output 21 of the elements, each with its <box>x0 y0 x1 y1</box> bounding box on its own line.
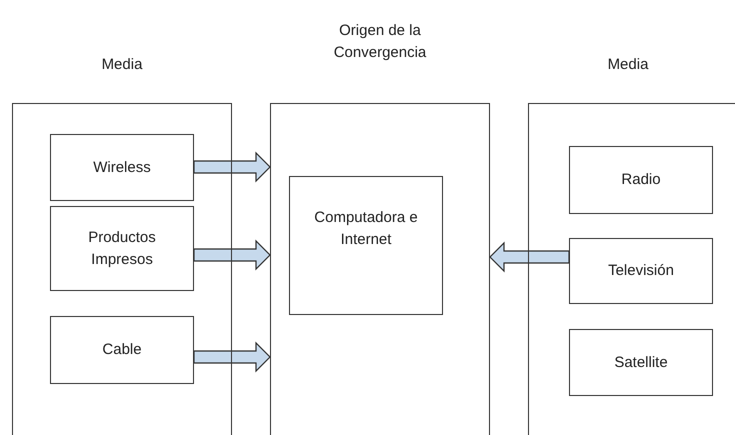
panel-heading: Media <box>100 55 144 75</box>
process-box <box>569 146 713 214</box>
box-label: Radio <box>620 170 662 190</box>
block-arrow <box>489 242 570 272</box>
panel-heading: Origen de la Convergencia <box>332 21 428 63</box>
box-label: Productos Impresos <box>87 228 157 270</box>
process-box <box>50 134 194 201</box>
process-box <box>50 316 194 384</box>
process-box <box>50 206 194 291</box>
block-arrow <box>193 152 271 182</box>
box-label: Cable <box>101 340 143 360</box>
panel-heading: Media <box>606 55 650 75</box>
box-label: Satellite <box>613 353 669 373</box>
process-box <box>289 176 443 315</box>
box-label: Computadora e Internet <box>313 208 419 250</box>
box-label: Televisión <box>607 261 675 281</box>
process-box <box>569 329 713 396</box>
process-box <box>569 238 713 304</box>
box-label: Wireless <box>92 158 152 178</box>
block-arrow <box>193 240 271 270</box>
block-arrow <box>193 342 271 372</box>
